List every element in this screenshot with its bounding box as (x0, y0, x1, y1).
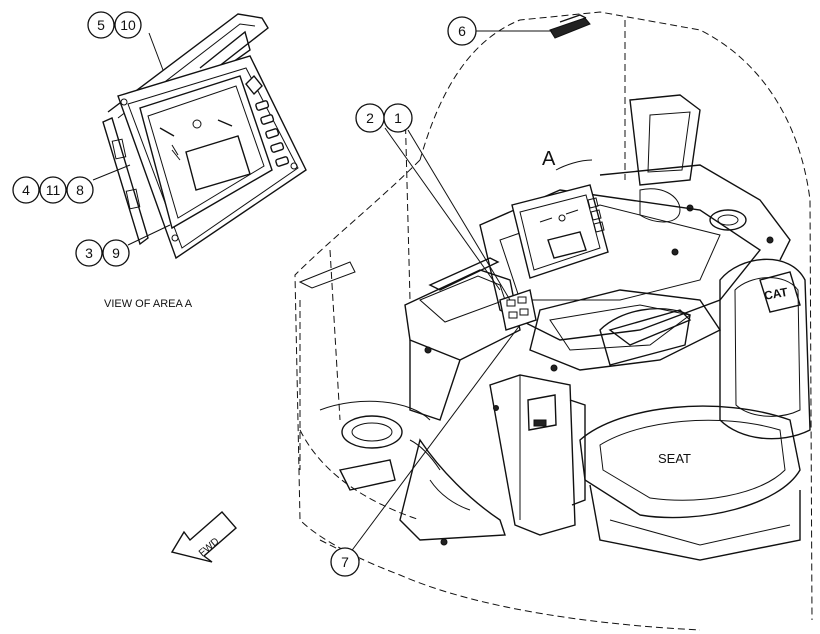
seat-label: SEAT (658, 451, 691, 466)
callout-1: 1 (383, 103, 413, 133)
cat-logo: CAT (763, 285, 790, 303)
callout-7-text: 7 (341, 554, 349, 570)
leader-lines (92, 30, 552, 554)
callout-6: 6 (447, 16, 477, 46)
callout-5-text: 5 (97, 17, 105, 33)
area-a-marker: A (542, 148, 556, 170)
callout-10: 10 (114, 11, 142, 39)
callout-9: 9 (102, 239, 130, 267)
callout-9-text: 9 (112, 245, 120, 261)
monitor-in-cab (511, 184, 609, 279)
view-of-area-a-label: VIEW OF AREA A (104, 298, 193, 310)
callout-7: 7 (330, 547, 360, 577)
callout-11-text: 11 (46, 182, 61, 198)
callout-10-text: 10 (120, 17, 136, 33)
switch-panel (404, 257, 537, 421)
fwd-label: FWD (197, 536, 222, 559)
floor-area (319, 400, 441, 491)
callout-3-text: 3 (85, 245, 93, 261)
area-a-detail-view (102, 13, 307, 260)
lower-console (399, 374, 586, 546)
callout-11: 11 (39, 176, 67, 204)
callout-4: 4 (12, 176, 40, 204)
callout-4-text: 4 (22, 182, 30, 198)
callout-5: 5 (87, 11, 115, 39)
callout-6-text: 6 (458, 23, 466, 39)
fwd-arrow: FWD (170, 511, 237, 563)
callout-2-text: 2 (366, 110, 374, 126)
callout-8-text: 8 (76, 182, 84, 198)
callout-3: 3 (75, 239, 103, 267)
callout-1-text: 1 (394, 110, 402, 126)
item-6-part (549, 14, 591, 39)
callout-8: 8 (66, 176, 94, 204)
callout-2: 2 (355, 103, 385, 133)
cab-outline (294, 11, 813, 631)
cab-pillar (599, 94, 791, 261)
operator-seat (579, 258, 811, 561)
